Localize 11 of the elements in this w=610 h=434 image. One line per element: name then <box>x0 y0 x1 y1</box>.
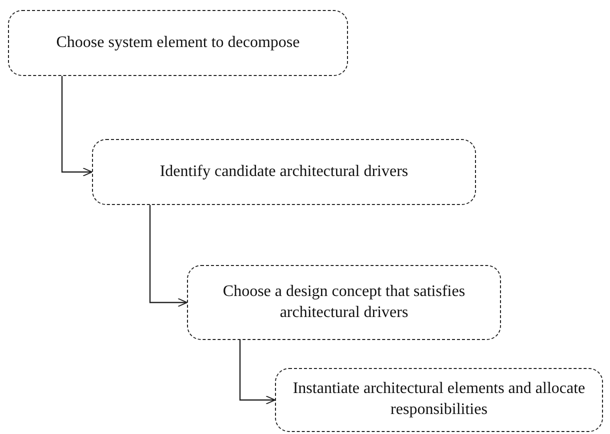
connector-arrow <box>239 340 276 404</box>
step-text: Instantiate architectural elements and allocate responsibilities <box>292 379 586 420</box>
connector-arrow <box>61 76 92 176</box>
process-box <box>275 368 603 432</box>
process-box <box>8 10 348 76</box>
step-text: Choose a design concept that satisfies architectural drivers <box>222 282 466 322</box>
process-box <box>92 139 476 205</box>
connector-arrow <box>149 205 188 307</box>
step-text: Identify candidate architectural drivers <box>160 162 408 182</box>
step-text: Choose system element to decompose <box>56 32 300 53</box>
process-box <box>187 265 501 340</box>
